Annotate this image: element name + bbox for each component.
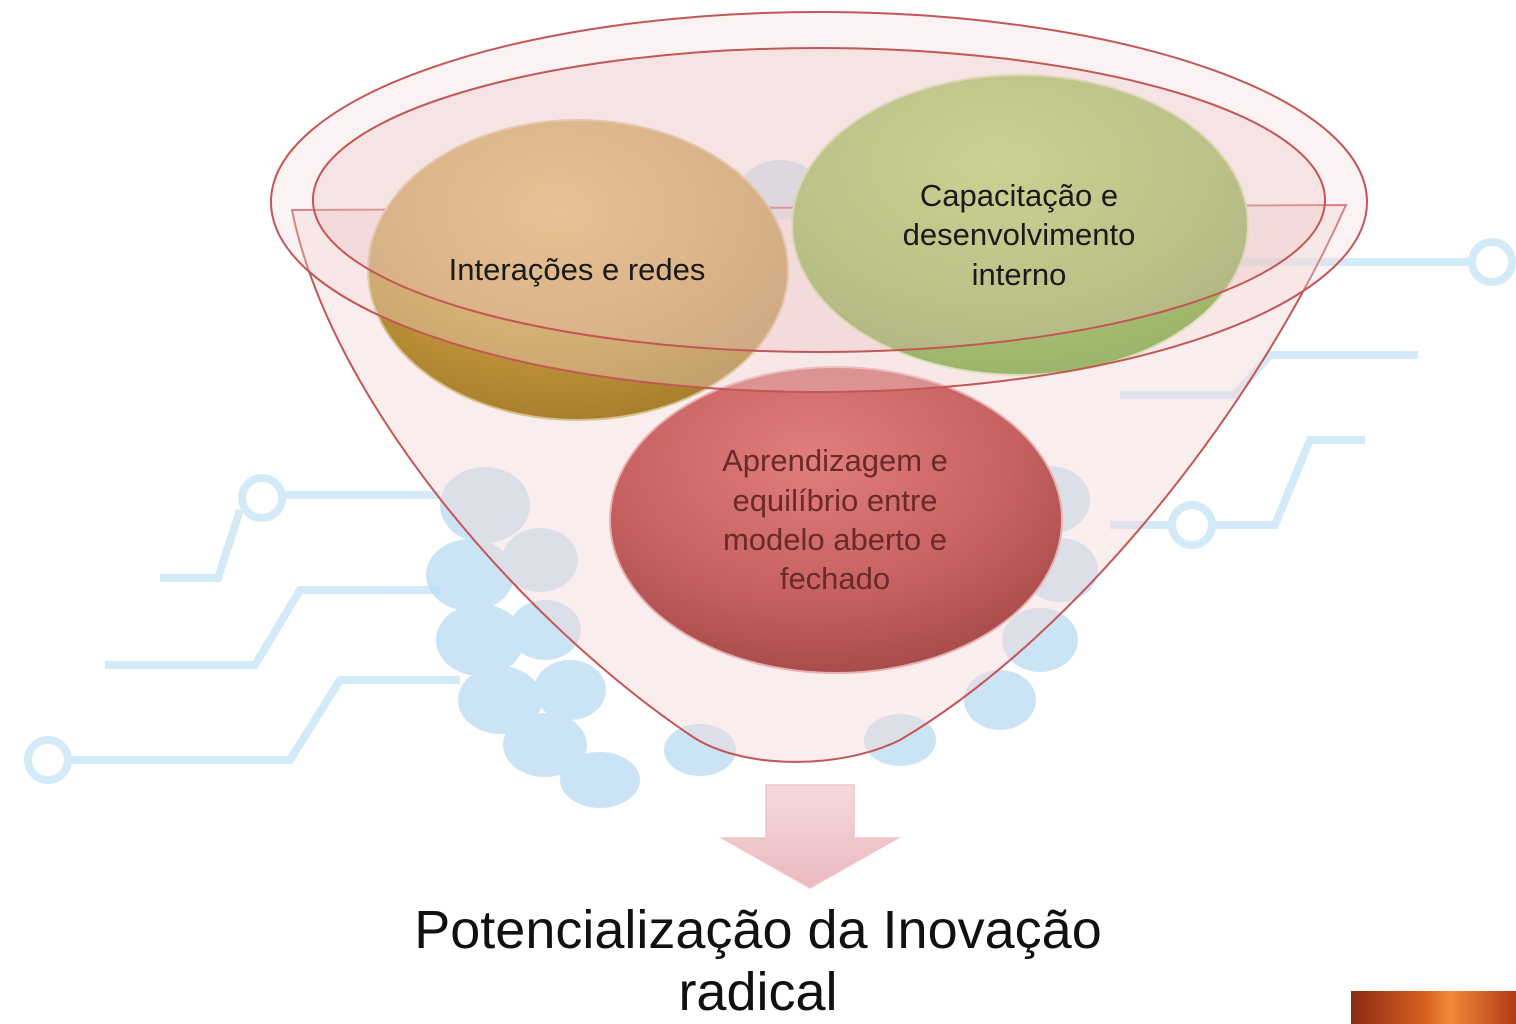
circuit-line [105, 586, 440, 669]
bubble-label-capacitacao: Capacitação e desenvolvimento interno [902, 177, 1136, 292]
globe-dot [426, 539, 514, 611]
corner-image-thumbnail [1351, 991, 1516, 1024]
circuit-line [1212, 436, 1365, 529]
circuit-background [24, 238, 1516, 784]
bubble-label-aprendizagem: Aprendizagem e equilíbrio entre modelo a… [722, 443, 948, 597]
globe-dot [1002, 608, 1078, 672]
globe-dot [560, 752, 640, 808]
globe-dot [502, 528, 578, 592]
circuit-line [160, 508, 244, 582]
globe-dot [964, 670, 1036, 730]
globe-dot [503, 713, 587, 777]
bubble-aprendizagem [609, 366, 1063, 674]
globe-dot [534, 660, 606, 720]
globe-dot [440, 467, 530, 543]
down-arrow [719, 784, 901, 889]
circuit-node [238, 474, 286, 522]
globe-dot [458, 666, 542, 734]
circuit-line [68, 676, 460, 764]
circuit-node [24, 736, 72, 784]
circuit-node [1168, 501, 1216, 549]
globe-dot [509, 600, 581, 660]
bubble-label-interacoes: Interações e redes [448, 252, 706, 288]
funnel-rim-outer [270, 11, 1368, 393]
funnel-rim-inner [312, 47, 1326, 353]
result-text: Potencialização da Inovação radical [414, 899, 1102, 1022]
globe-dot [436, 604, 524, 676]
bubble-capacitacao [791, 74, 1249, 376]
globe-dot [664, 724, 736, 776]
circuit-node [1468, 238, 1516, 286]
